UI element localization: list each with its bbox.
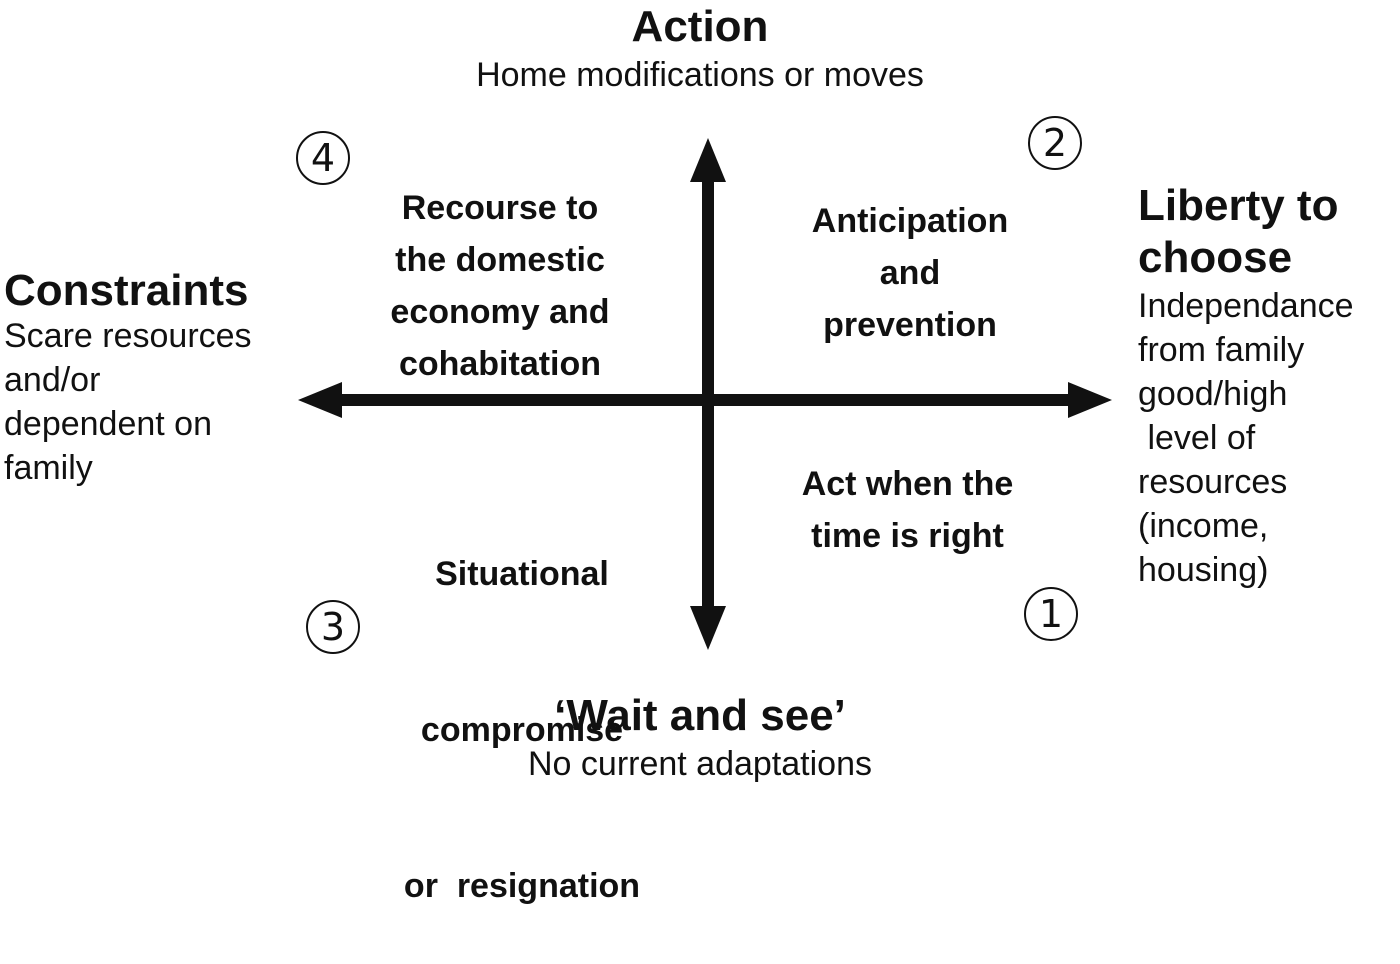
right-line: (income, <box>1138 507 1269 545</box>
quadrant-line: the domestic <box>395 241 605 279</box>
left-title: Constraints <box>4 266 249 315</box>
right-title-line: choose <box>1138 233 1293 282</box>
quadrant-top-right: Anticipation and prevention <box>770 195 1050 351</box>
quadrant-line: Act when the <box>801 465 1014 503</box>
top-title: Action <box>631 2 769 51</box>
left-line: and/or <box>4 361 101 399</box>
right-pole: Liberty to choose Independance from fami… <box>1138 180 1398 592</box>
quadrant-line: economy and <box>390 293 610 331</box>
marker-4: 4 <box>296 131 350 185</box>
bottom-pole: ‘Wait and see’ No current adaptations <box>400 694 1000 783</box>
arrow-up-icon <box>690 138 726 182</box>
quadrant-line: or resignation <box>403 867 641 905</box>
quadrant-bottom-left: Situational compromise or resignation <box>372 444 672 964</box>
right-line: housing) <box>1138 551 1269 589</box>
quadrant-line: time is right <box>811 517 1004 555</box>
marker-1: 1 <box>1024 587 1078 641</box>
left-line: family <box>4 449 93 487</box>
top-pole: Action Home modifications or moves <box>400 5 1000 94</box>
marker-2: 2 <box>1028 116 1082 170</box>
right-line: Independance <box>1138 287 1354 325</box>
quadrant-line: Situational <box>435 555 609 593</box>
arrow-down-icon <box>690 606 726 650</box>
quadrant-line: Recourse to <box>401 189 599 227</box>
left-line: dependent on <box>4 405 212 443</box>
right-line: good/high <box>1138 375 1288 413</box>
bottom-title: ‘Wait and see’ <box>554 691 846 740</box>
axes <box>298 138 1112 650</box>
quadrant-line: and <box>879 254 941 292</box>
left-pole: Constraints Scare resources and/or depen… <box>4 268 294 490</box>
arrow-right-icon <box>1068 382 1112 418</box>
quadrant-top-left: Recourse to the domestic economy and coh… <box>360 182 640 390</box>
quadrant-line: cohabitation <box>398 345 602 383</box>
marker-3: 3 <box>306 600 360 654</box>
quadrant-bottom-right: Act when the time is right <box>765 458 1050 562</box>
right-title-line: Liberty to <box>1138 181 1339 230</box>
bottom-subtitle: No current adaptations <box>528 745 872 783</box>
right-line: resources <box>1138 463 1288 501</box>
quadrant-line: Anticipation <box>811 202 1009 240</box>
left-line: Scare resources <box>4 317 252 355</box>
arrow-left-icon <box>298 382 342 418</box>
quadrant-line: compromise <box>420 711 624 749</box>
right-line: level of <box>1138 419 1256 457</box>
top-subtitle: Home modifications or moves <box>476 56 924 94</box>
right-line: from family <box>1138 331 1305 369</box>
quadrant-line: prevention <box>823 306 997 344</box>
